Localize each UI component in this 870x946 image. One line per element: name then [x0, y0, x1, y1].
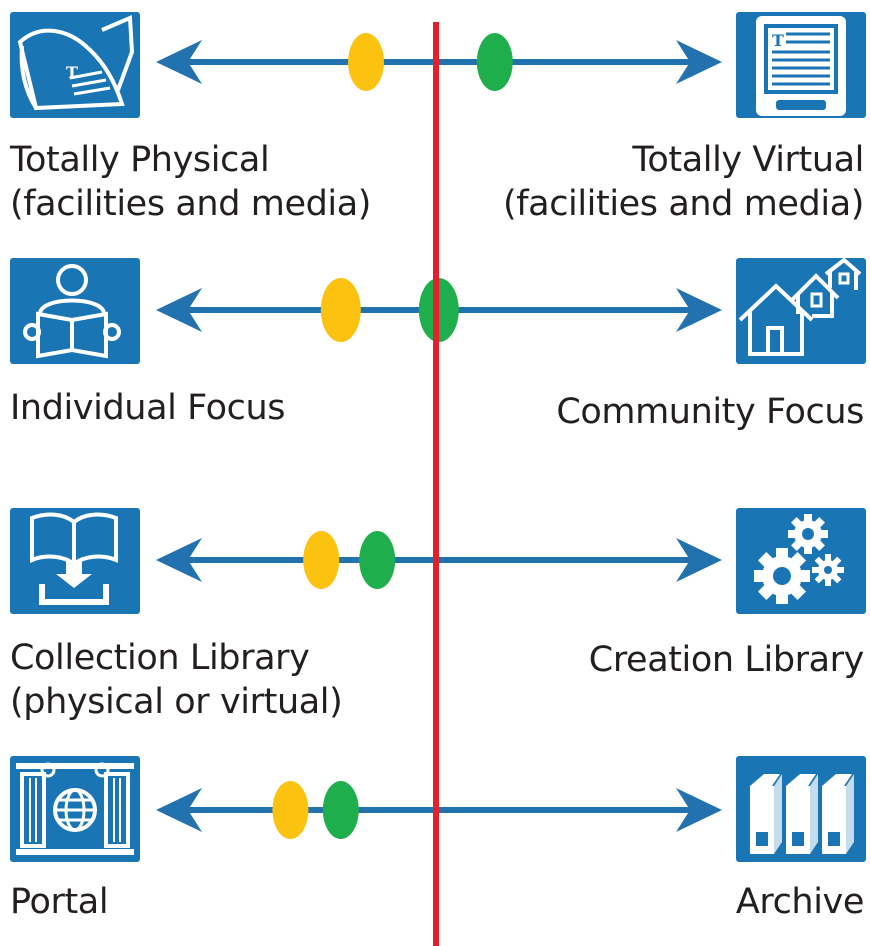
label-line: Collection Library [10, 638, 310, 678]
gears-icon [736, 508, 866, 614]
yellow-marker [320, 278, 361, 342]
houses-icon [736, 258, 866, 364]
spectrum-arrow-row [0, 520, 870, 600]
spectrum-arrow [156, 33, 722, 91]
label-line: Archive [735, 882, 865, 922]
yellow-marker [348, 33, 384, 91]
green-marker [418, 278, 459, 342]
label-line: Community Focus [556, 392, 864, 432]
arrowhead-left [156, 288, 202, 332]
spectrum-arrow [156, 278, 722, 342]
label-individual-focus: Individual Focus [10, 386, 286, 430]
label-line: Portal [10, 882, 109, 922]
label-line: Totally Virtual [632, 140, 864, 180]
arrowhead-right [676, 288, 722, 332]
arrowhead-right [676, 40, 722, 84]
label-line: Individual Focus [10, 388, 286, 428]
label-totally-physical: Totally Physical (facilities and media) [10, 138, 371, 226]
book-download-icon [10, 508, 140, 614]
arrowhead-right [676, 788, 722, 832]
label-community-focus: Community Focus [556, 390, 864, 434]
label-line: Totally Physical [10, 140, 270, 180]
globe-portal-icon [10, 756, 140, 862]
label-collection-library: Collection Library (physical or virtual) [10, 636, 343, 724]
yellow-marker [272, 781, 309, 839]
label-line: Creation Library [588, 640, 865, 680]
spectrum-arrow [156, 781, 722, 839]
spectrum-arrow-row [0, 22, 870, 102]
spectrum-arrow [156, 531, 722, 589]
label-totally-virtual: Totally Virtual (facilities and media) [503, 138, 864, 226]
arrowhead-left [156, 40, 202, 84]
svg-text:T: T [66, 63, 78, 82]
spectrum-arrow-row [0, 270, 870, 350]
green-marker [359, 531, 396, 589]
binders-icon [736, 756, 866, 862]
svg-text:T: T [772, 31, 784, 50]
label-line: (facilities and media) [502, 184, 864, 224]
open-book-icon: T [10, 12, 140, 118]
spectrum-arrow-row [0, 770, 870, 850]
label-portal: Portal [10, 880, 109, 924]
green-marker [322, 781, 359, 839]
e-reader-icon: T [736, 12, 866, 118]
label-creation-library: Creation Library [588, 638, 865, 682]
arrowhead-left [156, 788, 202, 832]
label-line: (physical or virtual) [10, 682, 343, 722]
label-line: (facilities and media) [10, 184, 372, 224]
green-marker [476, 33, 513, 91]
arrowhead-right [676, 538, 722, 582]
yellow-marker [303, 531, 340, 589]
label-archive: Archive [735, 880, 865, 924]
arrowhead-left [156, 538, 202, 582]
reader-person-icon [10, 258, 140, 364]
